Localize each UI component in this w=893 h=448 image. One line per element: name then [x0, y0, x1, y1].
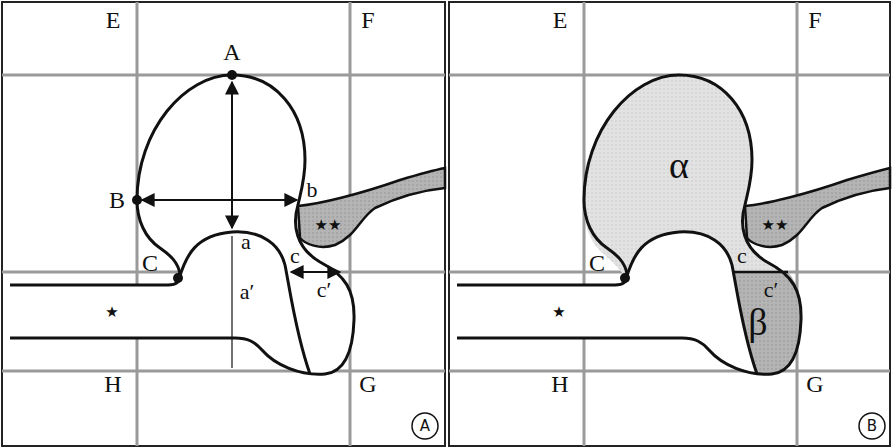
- point-label: C: [142, 251, 158, 275]
- grid-letter: H: [104, 372, 121, 396]
- region-marker: ★: [105, 305, 118, 320]
- grid-letter: E: [553, 8, 568, 32]
- panel-b: [449, 2, 890, 446]
- region-label: β: [748, 303, 767, 341]
- point-label: c: [290, 245, 300, 267]
- grid-letter: G: [359, 372, 376, 396]
- panel-a: [2, 2, 445, 446]
- panel-letter: A: [420, 419, 430, 434]
- region-marker: ★★: [315, 218, 342, 233]
- point-label: c′: [317, 279, 332, 301]
- point-label: a′: [240, 281, 255, 303]
- point-label: A: [223, 40, 240, 64]
- point-label: c: [737, 245, 747, 267]
- point-label: b: [307, 179, 318, 201]
- region-marker: ★: [552, 305, 565, 320]
- region-marker: ★★: [762, 218, 789, 233]
- grid-letter: F: [808, 8, 821, 32]
- point-label: C: [589, 251, 605, 275]
- panel-letter: B: [867, 419, 877, 434]
- point-label: B: [109, 188, 125, 212]
- grid-letter: G: [806, 372, 823, 396]
- region-label: α: [669, 146, 689, 184]
- grid-letter: E: [106, 8, 121, 32]
- grid-letter: F: [361, 8, 374, 32]
- grid-letter: H: [551, 372, 568, 396]
- point-label: a: [241, 231, 251, 253]
- point-label: c′: [764, 279, 779, 301]
